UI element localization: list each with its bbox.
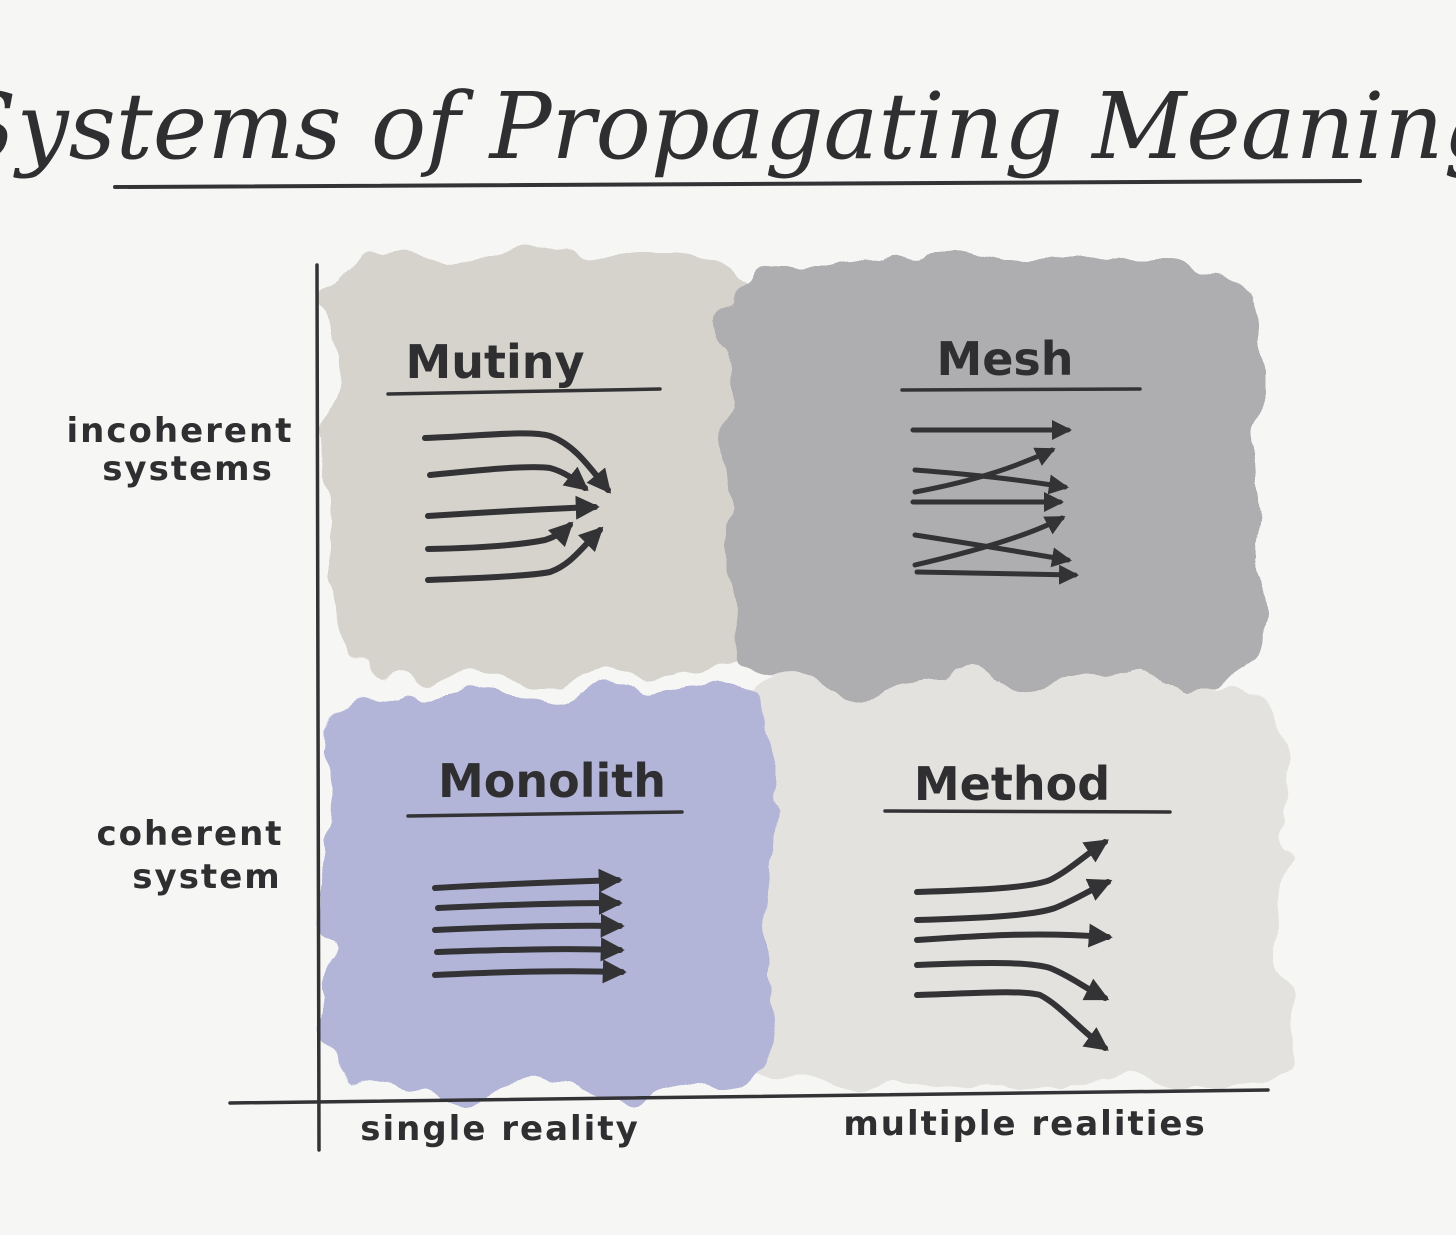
monolith-arrow-5 (432, 959, 627, 984)
mesh-arrow-5 (912, 532, 1072, 568)
method-label: Method (914, 757, 1110, 811)
mutiny-underline (386, 387, 662, 396)
quadrant-mutiny: Mutiny (386, 335, 662, 583)
method-arrow-3 (914, 923, 1113, 948)
mutiny-arrow-1 (422, 430, 612, 494)
mutiny-arrow-3 (425, 495, 600, 520)
y-label-coherent-line1: coherent (96, 814, 283, 854)
mesh-label: Mesh (936, 332, 1073, 386)
method-wash (740, 680, 1285, 1085)
method-underline (883, 809, 1172, 814)
diagram-title: Systems of Propagating Meaning (0, 73, 1456, 180)
y-label-incoherent-line1: incoherent (67, 411, 294, 451)
title-underline (113, 179, 1362, 189)
mutiny-label: Mutiny (405, 335, 584, 389)
quadrant-method: Method (883, 757, 1172, 1051)
quadrant-monolith: Monolith (406, 754, 684, 984)
x-label-single-reality: single reality (360, 1109, 639, 1149)
mutiny-arrows (422, 430, 612, 583)
monolith-arrow-3 (432, 913, 625, 938)
mesh-underline (900, 387, 1142, 392)
mesh-arrow-3 (912, 447, 1056, 495)
monolith-wash (325, 690, 770, 1090)
x-axis (228, 1088, 1270, 1105)
monolith-arrow-4 (434, 937, 625, 962)
monolith-underline (406, 810, 684, 818)
method-arrow-1 (914, 839, 1110, 895)
method-arrow-5 (914, 989, 1109, 1051)
mesh-arrow-7 (914, 564, 1079, 585)
mutiny-arrow-2 (427, 464, 589, 491)
mutiny-arrow-5 (425, 526, 604, 583)
method-arrow-4 (914, 960, 1110, 1001)
method-arrows (914, 839, 1113, 1051)
mesh-arrows (910, 420, 1079, 585)
monolith-arrow-2 (435, 891, 623, 916)
mutiny-arrow-4 (425, 521, 574, 552)
y-axis (315, 263, 321, 1152)
x-label-multiple-realities: multiple realities (843, 1104, 1206, 1144)
mesh-arrow-2 (912, 467, 1069, 495)
monolith-label: Monolith (438, 754, 666, 808)
y-label-incoherent-line2: systems (102, 449, 274, 489)
mesh-arrow-6 (912, 515, 1066, 568)
monolith-arrow-1 (432, 868, 623, 893)
method-arrow-2 (914, 878, 1113, 923)
y-label-coherent-line2: system (132, 857, 281, 897)
quadrant-washes (325, 255, 1285, 1090)
monolith-arrows (432, 868, 627, 984)
quadrant-mesh: Mesh (900, 332, 1142, 585)
